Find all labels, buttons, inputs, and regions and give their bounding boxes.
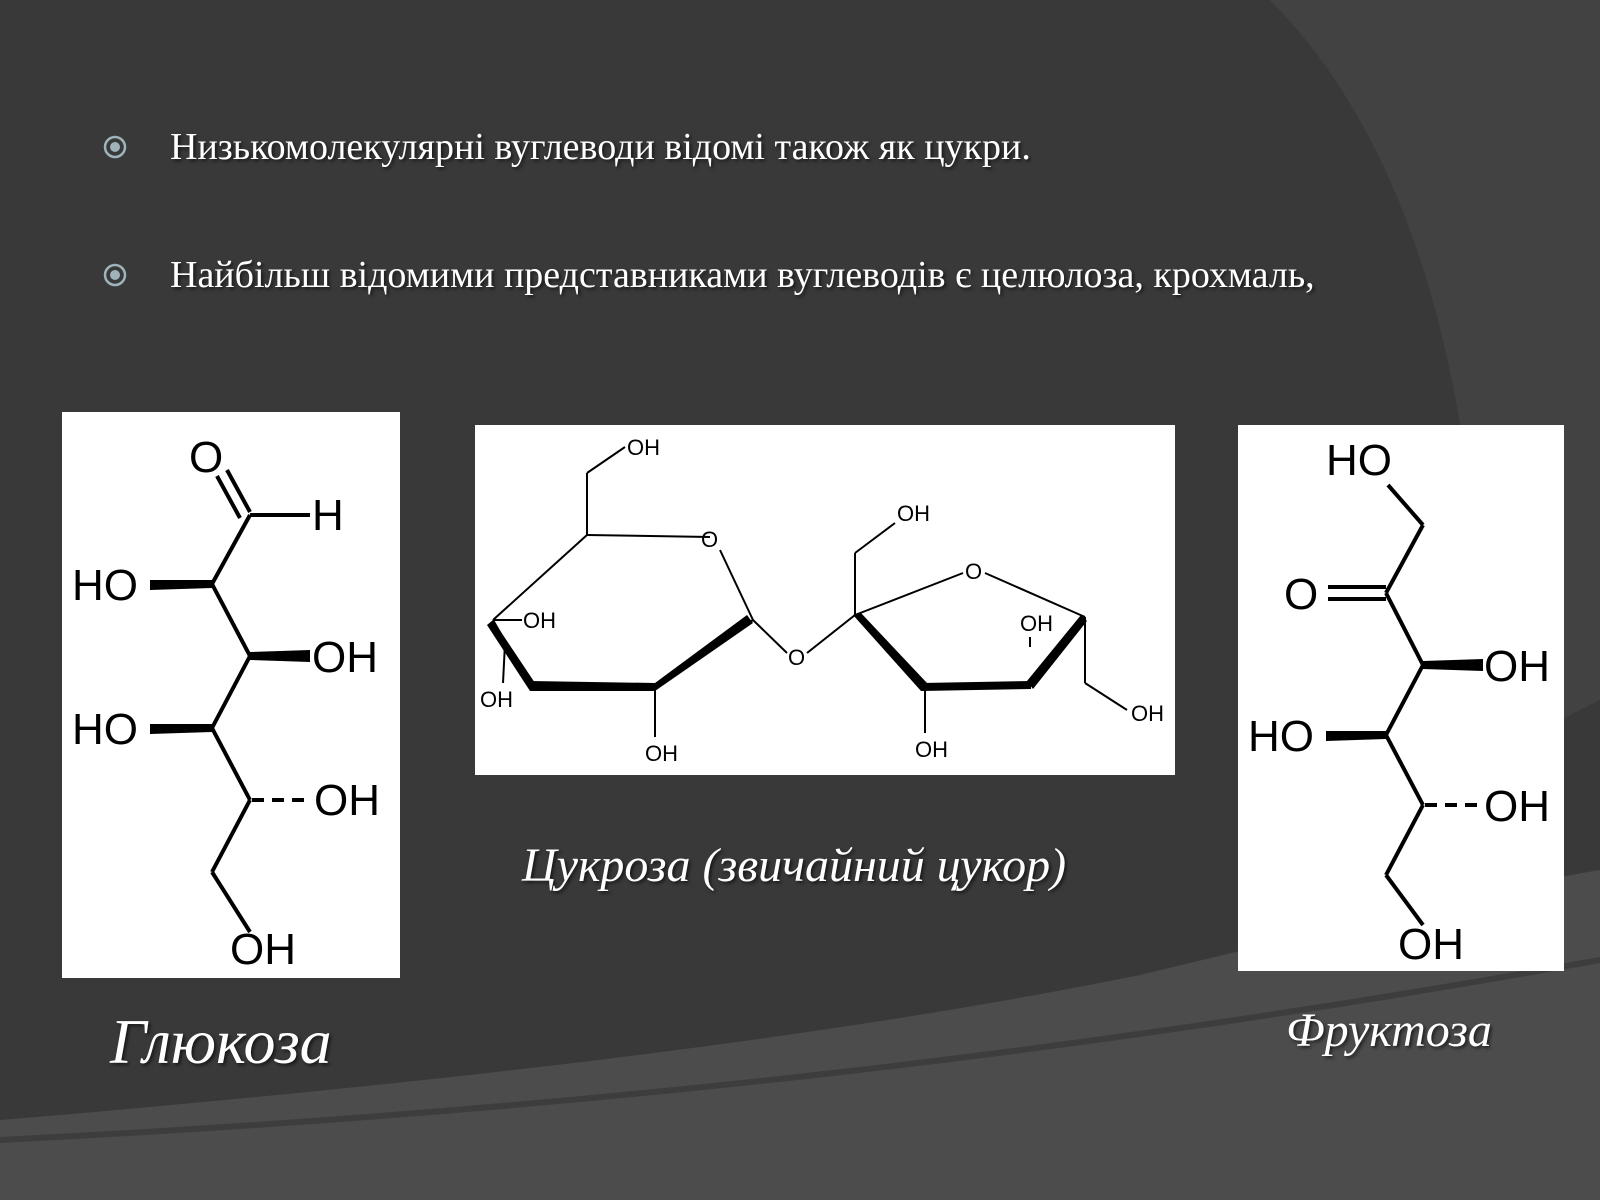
atom-oh: OH [312,633,378,682]
atom-o: O [788,645,805,670]
atom-oh: OH [1398,920,1464,969]
fructose-structure: HO O OH HO OH OH [1238,425,1564,971]
atom-ho: HO [1326,436,1392,485]
bullet-text-1: Низькомолекулярні вуглеводи відомі також… [170,126,1031,168]
caption-sucrose: Цукроза (звичайний цукор) [522,839,1067,892]
glucose-structure: O H HO OH HO OH OH [62,412,400,978]
caption-fructose: Фруктоза [1286,1004,1492,1057]
atom-oh: OH [523,608,556,633]
atom-oh: OH [480,687,513,712]
caption-glucose: Глюкоза [110,1006,332,1077]
atom-oh: OH [1020,611,1053,636]
atom-oh: OH [1131,701,1164,726]
atom-o: O [701,527,718,552]
atom-o: O [189,433,223,482]
atom-o: O [965,559,982,584]
atom-oh: OH [230,925,296,974]
atom-ho: HO [72,705,138,754]
atom-oh: OH [314,776,380,825]
atom-h: H [312,491,344,540]
circled-dot-icon [103,135,127,159]
atom-oh: OH [915,737,948,762]
atom-o: O [1284,570,1318,619]
circled-dot-icon [103,263,127,287]
sucrose-structure: OH O OH OH OH O OH O OH OH OH [475,425,1175,775]
atom-ho: HO [1248,712,1314,761]
atom-oh: OH [897,501,930,526]
atom-oh: OH [627,435,660,460]
bullet-text-2: Найбільш відомими представниками вуглево… [170,254,1315,296]
atom-oh: OH [645,741,678,766]
atom-oh: OH [1484,782,1550,831]
atom-ho: HO [72,561,138,610]
atom-oh: OH [1484,642,1550,691]
